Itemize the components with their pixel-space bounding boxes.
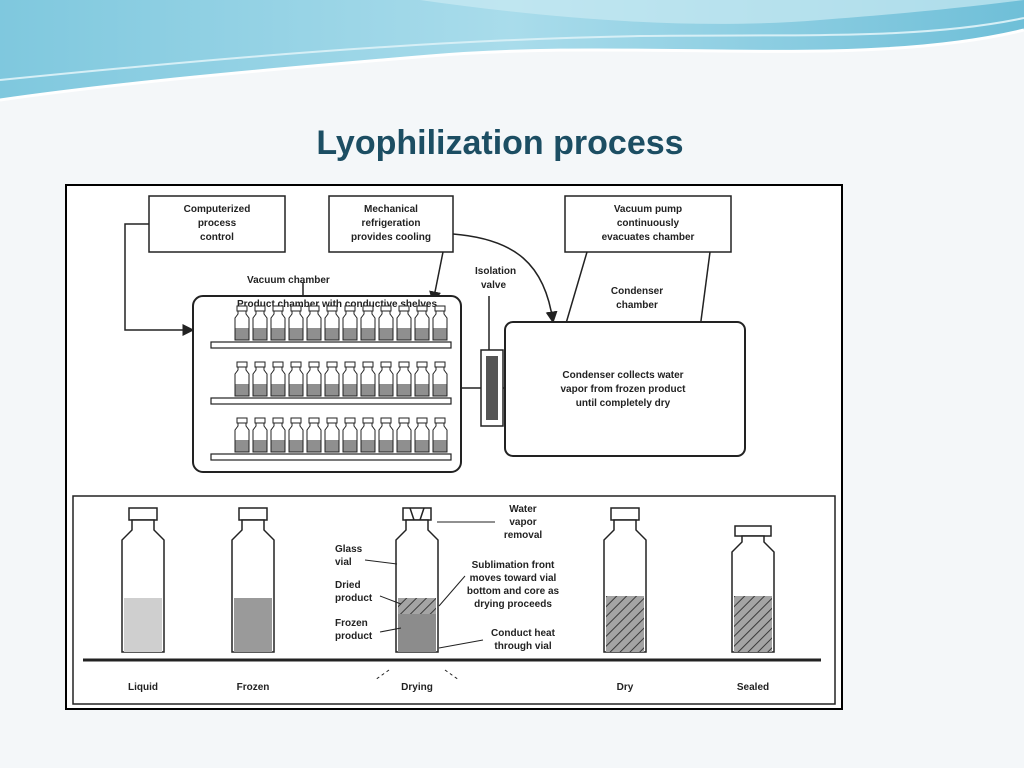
conduct-heat-line-2: through vial <box>494 641 551 652</box>
header-wave-decoration <box>0 0 1024 102</box>
shelf-vial <box>234 305 250 341</box>
vial-drying <box>395 507 439 653</box>
sublimation-line-1: Sublimation front <box>472 560 555 571</box>
shelf-vial <box>288 361 304 397</box>
shelf-vial <box>414 305 430 341</box>
dried-product-line-2: product <box>335 593 373 604</box>
vacuum-pump-line-3: evacuates chamber <box>602 232 695 243</box>
shelf-vial <box>252 417 268 453</box>
shelf-vial <box>324 305 340 341</box>
shelf-vial <box>432 305 448 341</box>
condenser-chamber: Condenser chamber Condenser collects wat… <box>504 286 746 457</box>
shelf-vial <box>324 361 340 397</box>
glass-vial-line-2: vial <box>335 557 352 568</box>
condenser-title-line-2: chamber <box>616 300 658 311</box>
vacuum-chamber-label: Vacuum chamber <box>247 275 330 286</box>
shelf-row-1 <box>210 305 452 349</box>
condenser-text-line-3: until completely dry <box>576 398 671 409</box>
shelf-vial <box>270 305 286 341</box>
shelf-vial <box>396 361 412 397</box>
vacuum-pump-line-2: continuously <box>617 218 680 229</box>
shelf-vial <box>432 361 448 397</box>
vacuum-pump-box: Vacuum pump continuously evacuates chamb… <box>564 195 732 253</box>
sublimation-line-2: moves toward vial <box>470 573 557 584</box>
shelf-vial <box>432 417 448 453</box>
shelf-vial <box>234 361 250 397</box>
refrigeration-line-2: refrigeration <box>362 218 421 229</box>
isolation-valve: Isolation valve <box>461 266 516 427</box>
condenser-text-line-1: Condenser collects water <box>562 370 683 381</box>
shelf-vial <box>288 417 304 453</box>
isolation-valve-line-2: valve <box>481 280 506 291</box>
product-shelves <box>210 305 452 461</box>
shelf-vial <box>306 417 322 453</box>
vial-stages-panel <box>72 495 836 705</box>
shelf-vial <box>360 361 376 397</box>
shelf-vial <box>360 417 376 453</box>
drying-annotations: Glass vial Dried product Frozen product … <box>335 504 560 681</box>
shelf-vial <box>342 305 358 341</box>
condenser-title-line-1: Condenser <box>611 286 663 297</box>
stage-label-sealed: Sealed <box>737 682 769 693</box>
shelf-row-2 <box>210 361 452 405</box>
stage-label-frozen: Frozen <box>237 682 270 693</box>
shelf-vial <box>396 417 412 453</box>
dried-product-line-1: Dried <box>335 580 361 591</box>
product-chamber-label: Product chamber with conductive shelves <box>237 299 437 310</box>
refrigeration-arrow <box>429 251 444 304</box>
shelf-vial <box>378 305 394 341</box>
shelf-vial <box>270 417 286 453</box>
computerized-line-3: control <box>200 232 234 243</box>
stage-label-drying: Drying <box>401 682 433 693</box>
shelf-vial <box>252 361 268 397</box>
shelf-vial <box>234 417 250 453</box>
computerized-line-2: process <box>198 218 237 229</box>
lyophilization-diagram: Computerized process control Mechanical … <box>65 184 843 710</box>
shelf-vial <box>342 361 358 397</box>
shelf-plate <box>210 453 452 461</box>
shelf-vial <box>414 361 430 397</box>
frozen-product-line-2: product <box>335 631 373 642</box>
sublimation-line-3: bottom and core as <box>467 586 560 597</box>
shelf-vial <box>396 305 412 341</box>
condenser-text-line-2: vapor from frozen product <box>560 384 686 395</box>
isolation-valve-line-1: Isolation <box>475 266 516 277</box>
shelf-vial <box>306 305 322 341</box>
vacuum-pump-line-1: Vacuum pump <box>614 204 682 215</box>
water-vapor-line-1: Water <box>509 504 537 515</box>
stage-label-liquid: Liquid <box>128 682 158 693</box>
shelf-vial <box>342 417 358 453</box>
glass-vial-line-1: Glass <box>335 544 363 555</box>
stage-label-dry: Dry <box>617 682 634 693</box>
conduct-heat-line-1: Conduct heat <box>491 628 556 639</box>
shelf-vial <box>360 305 376 341</box>
control-connector <box>124 223 195 336</box>
shelf-vial <box>378 361 394 397</box>
refrigeration-box: Mechanical refrigeration provides coolin… <box>328 195 454 253</box>
shelf-row-3 <box>210 417 452 461</box>
computerized-line-1: Computerized <box>184 204 251 215</box>
computerized-control-box: Computerized process control <box>148 195 286 253</box>
vial-frozen <box>231 507 275 653</box>
water-vapor-line-3: removal <box>504 530 543 541</box>
refrigeration-line-1: Mechanical <box>364 204 418 215</box>
shelf-vial <box>324 417 340 453</box>
water-vapor-line-2: vapor <box>509 517 536 528</box>
shelf-vial <box>252 305 268 341</box>
refrigeration-line-3: provides cooling <box>351 232 431 243</box>
slide-title: Lyophilization process <box>316 124 684 162</box>
sublimation-line-4: drying proceeds <box>474 599 552 610</box>
vial-sealed <box>731 525 775 653</box>
shelf-vial <box>306 361 322 397</box>
vial-liquid <box>121 507 165 653</box>
shelf-plate <box>210 341 452 349</box>
shelf-vial <box>378 417 394 453</box>
shelf-vial <box>270 361 286 397</box>
refrigeration-to-condenser-arrow <box>452 233 558 324</box>
shelf-plate <box>210 397 452 405</box>
shelf-vial <box>288 305 304 341</box>
frozen-product-line-1: Frozen <box>335 618 368 629</box>
shelf-vial <box>414 417 430 453</box>
vial-dry <box>603 507 647 653</box>
